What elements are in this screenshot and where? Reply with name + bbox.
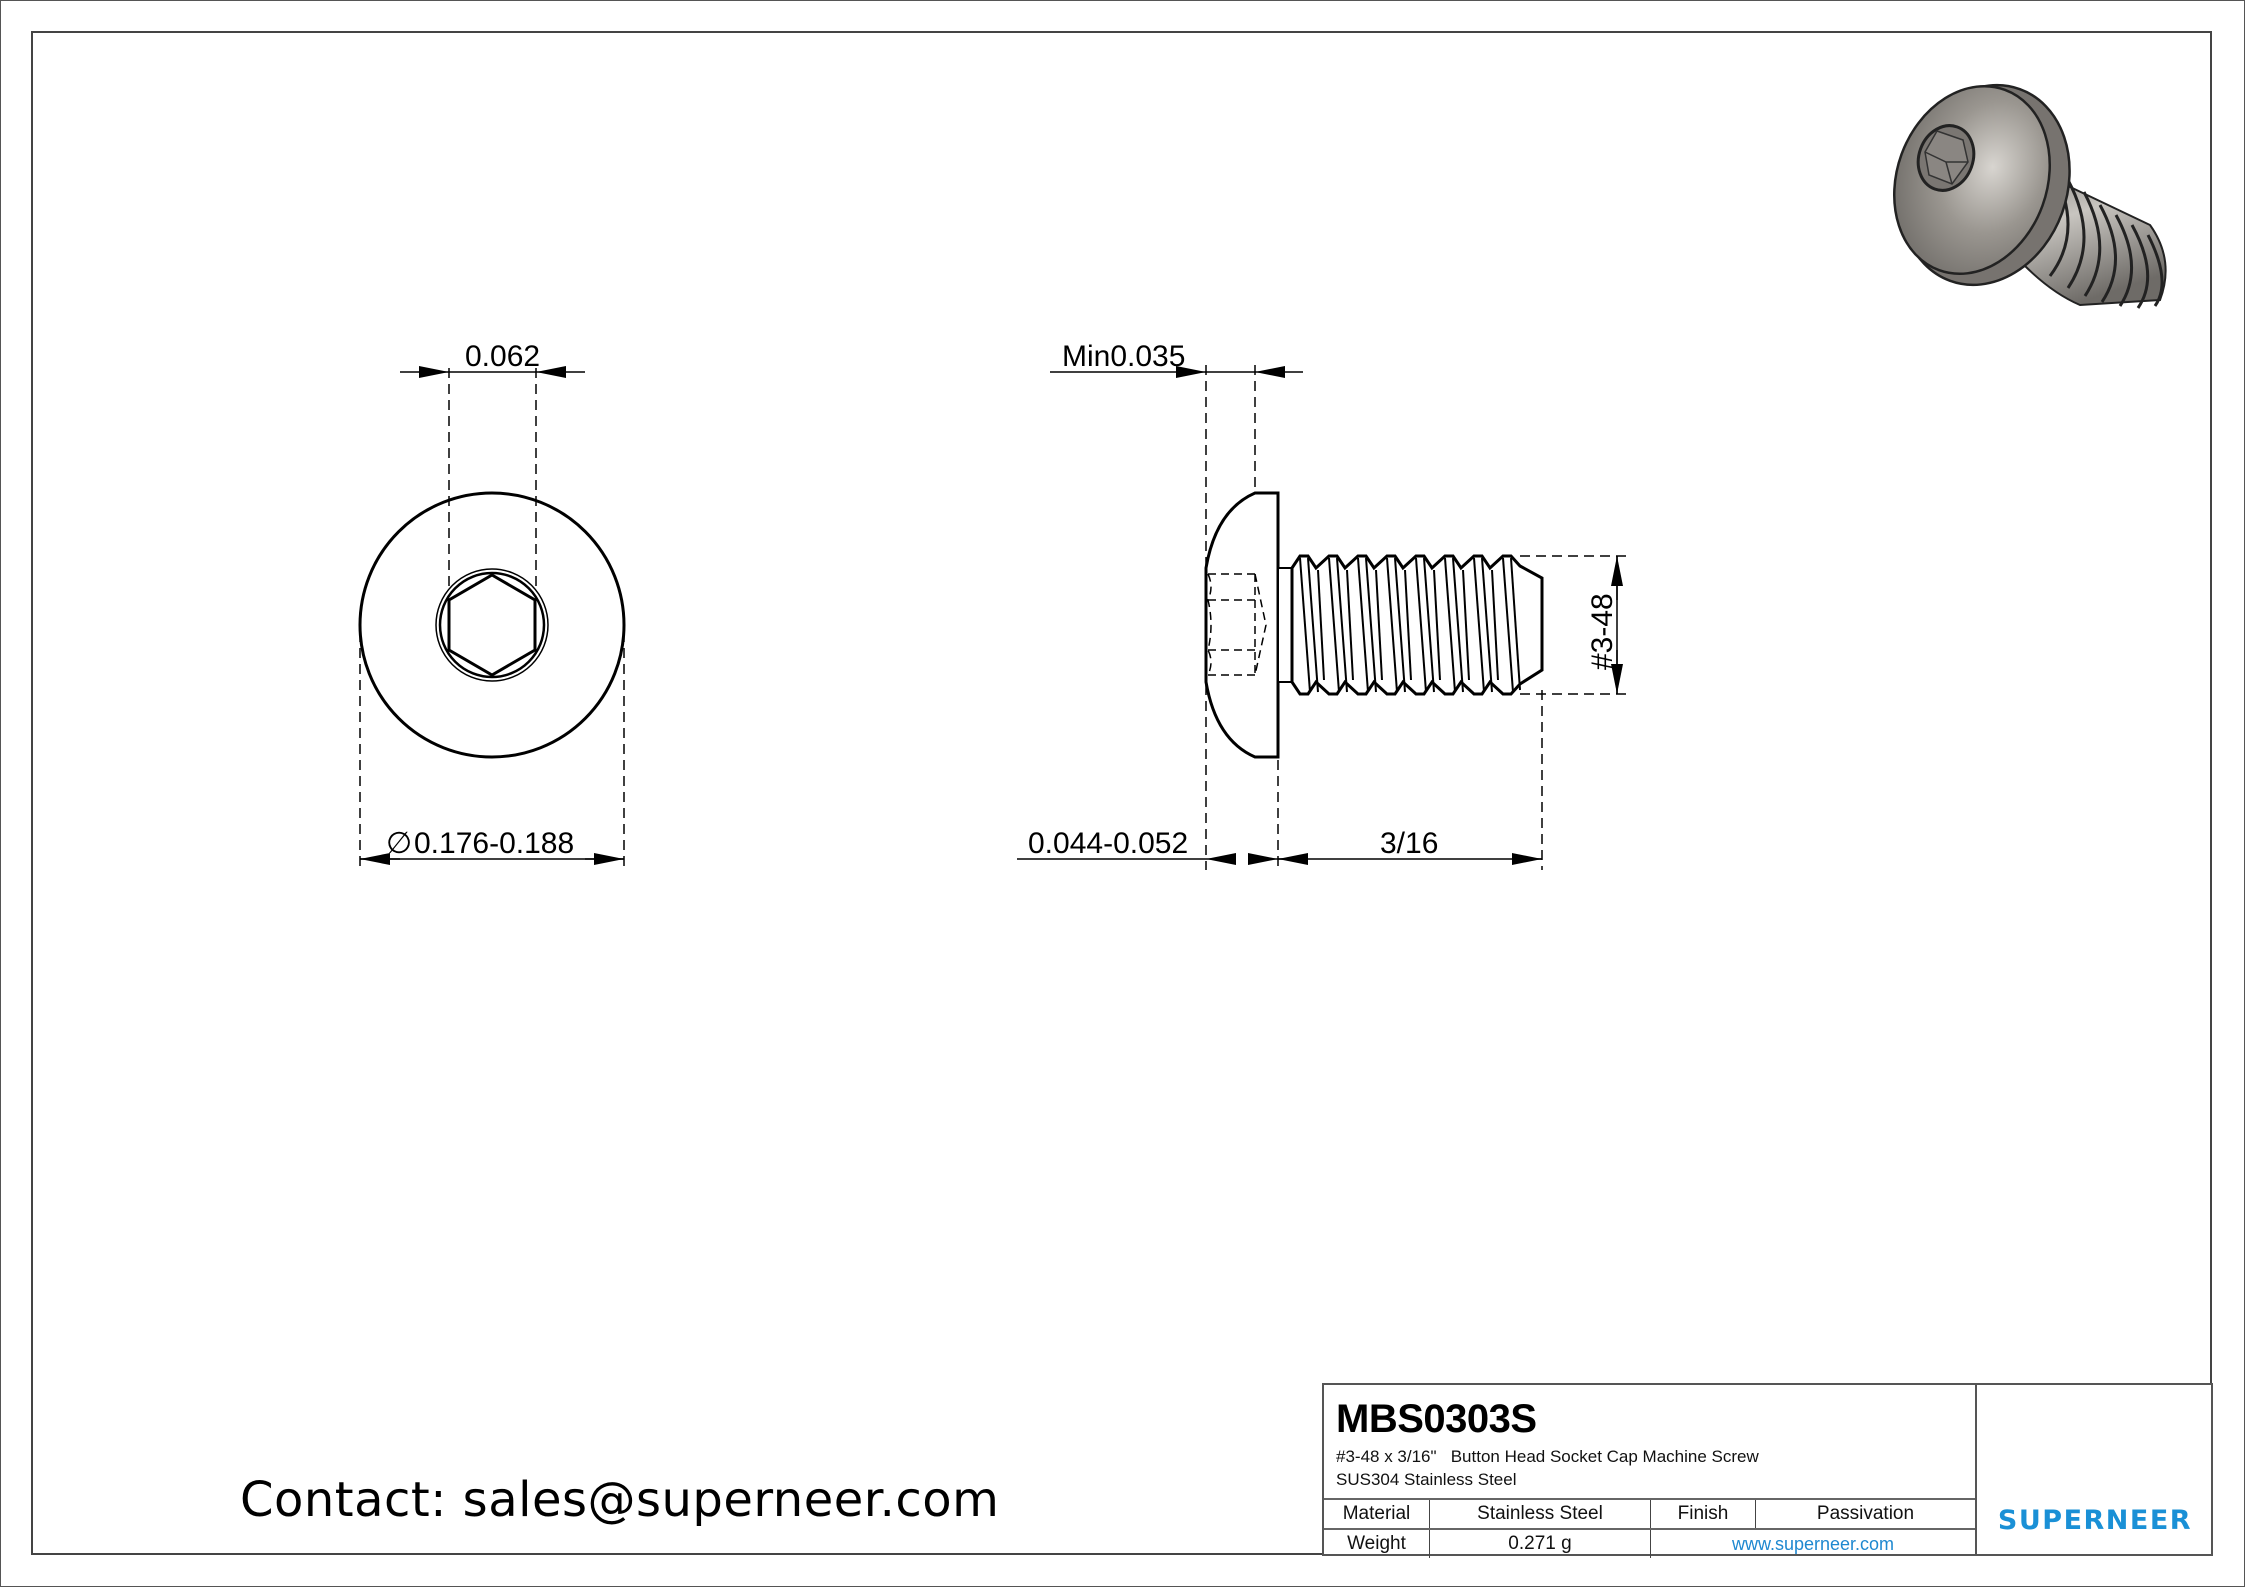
part-description: #3-48 x 3/16" Button Head Socket Cap Mac…: [1336, 1447, 1759, 1466]
socket-counterbore-circle: [435, 568, 549, 682]
iso-screw-render: [1892, 83, 2167, 309]
hex-socket-icon: [447, 573, 537, 677]
part-number: MBS0303S: [1336, 1397, 1537, 1441]
thread-profile: [1290, 554, 1544, 696]
diameter-symbol-icon: ∅: [386, 827, 412, 860]
material-label: Material: [1342, 1503, 1411, 1524]
logo-panel: SUPERNEER: [1977, 1385, 2213, 1556]
front-view: [358, 366, 626, 866]
title-block-main: MBS0303S #3-48 x 3/16" Button Head Socke…: [1324, 1385, 1977, 1558]
button-head-profile: [1204, 491, 1280, 759]
table-row: Material Stainless Steel Finish Passivat…: [1324, 1500, 1975, 1530]
head-diameter-dimension: 0.176-0.188: [414, 827, 574, 860]
drawing-frame: [31, 31, 2212, 1555]
logo-wordmark: SUPERNEER: [1997, 1505, 2193, 1536]
thread-size-dimension: #3-48: [1586, 593, 1619, 670]
contact-email: Contact: sales@superneer.com: [240, 1472, 1000, 1528]
head-height-dimension: 0.044-0.052: [1028, 827, 1188, 860]
table-row: Weight 0.271 g www.superneer.com: [1324, 1530, 1975, 1558]
finish-value: Passivation: [1755, 1500, 1975, 1528]
length-dimension: 3/16: [1380, 827, 1438, 860]
material-value: Stainless Steel: [1429, 1500, 1650, 1528]
socket-circle: [438, 571, 546, 679]
socket-depth-dimension: Min0.035: [1062, 340, 1185, 373]
side-view: [1017, 365, 1630, 870]
title-block: MBS0303S #3-48 x 3/16" Button Head Socke…: [1322, 1383, 2213, 1558]
website-link[interactable]: www.superneer.com: [1650, 1530, 1975, 1558]
head-outline-circle: [358, 491, 626, 759]
hex-size-dimension: 0.062: [465, 340, 540, 373]
weight-value: 0.271 g: [1429, 1530, 1650, 1558]
part-material-line: SUS304 Stainless Steel: [1336, 1470, 1517, 1489]
properties-table: Material Stainless Steel Finish Passivat…: [1324, 1498, 1975, 1558]
finish-label: Finish: [1650, 1500, 1755, 1528]
weight-label: Weight: [1347, 1533, 1406, 1554]
